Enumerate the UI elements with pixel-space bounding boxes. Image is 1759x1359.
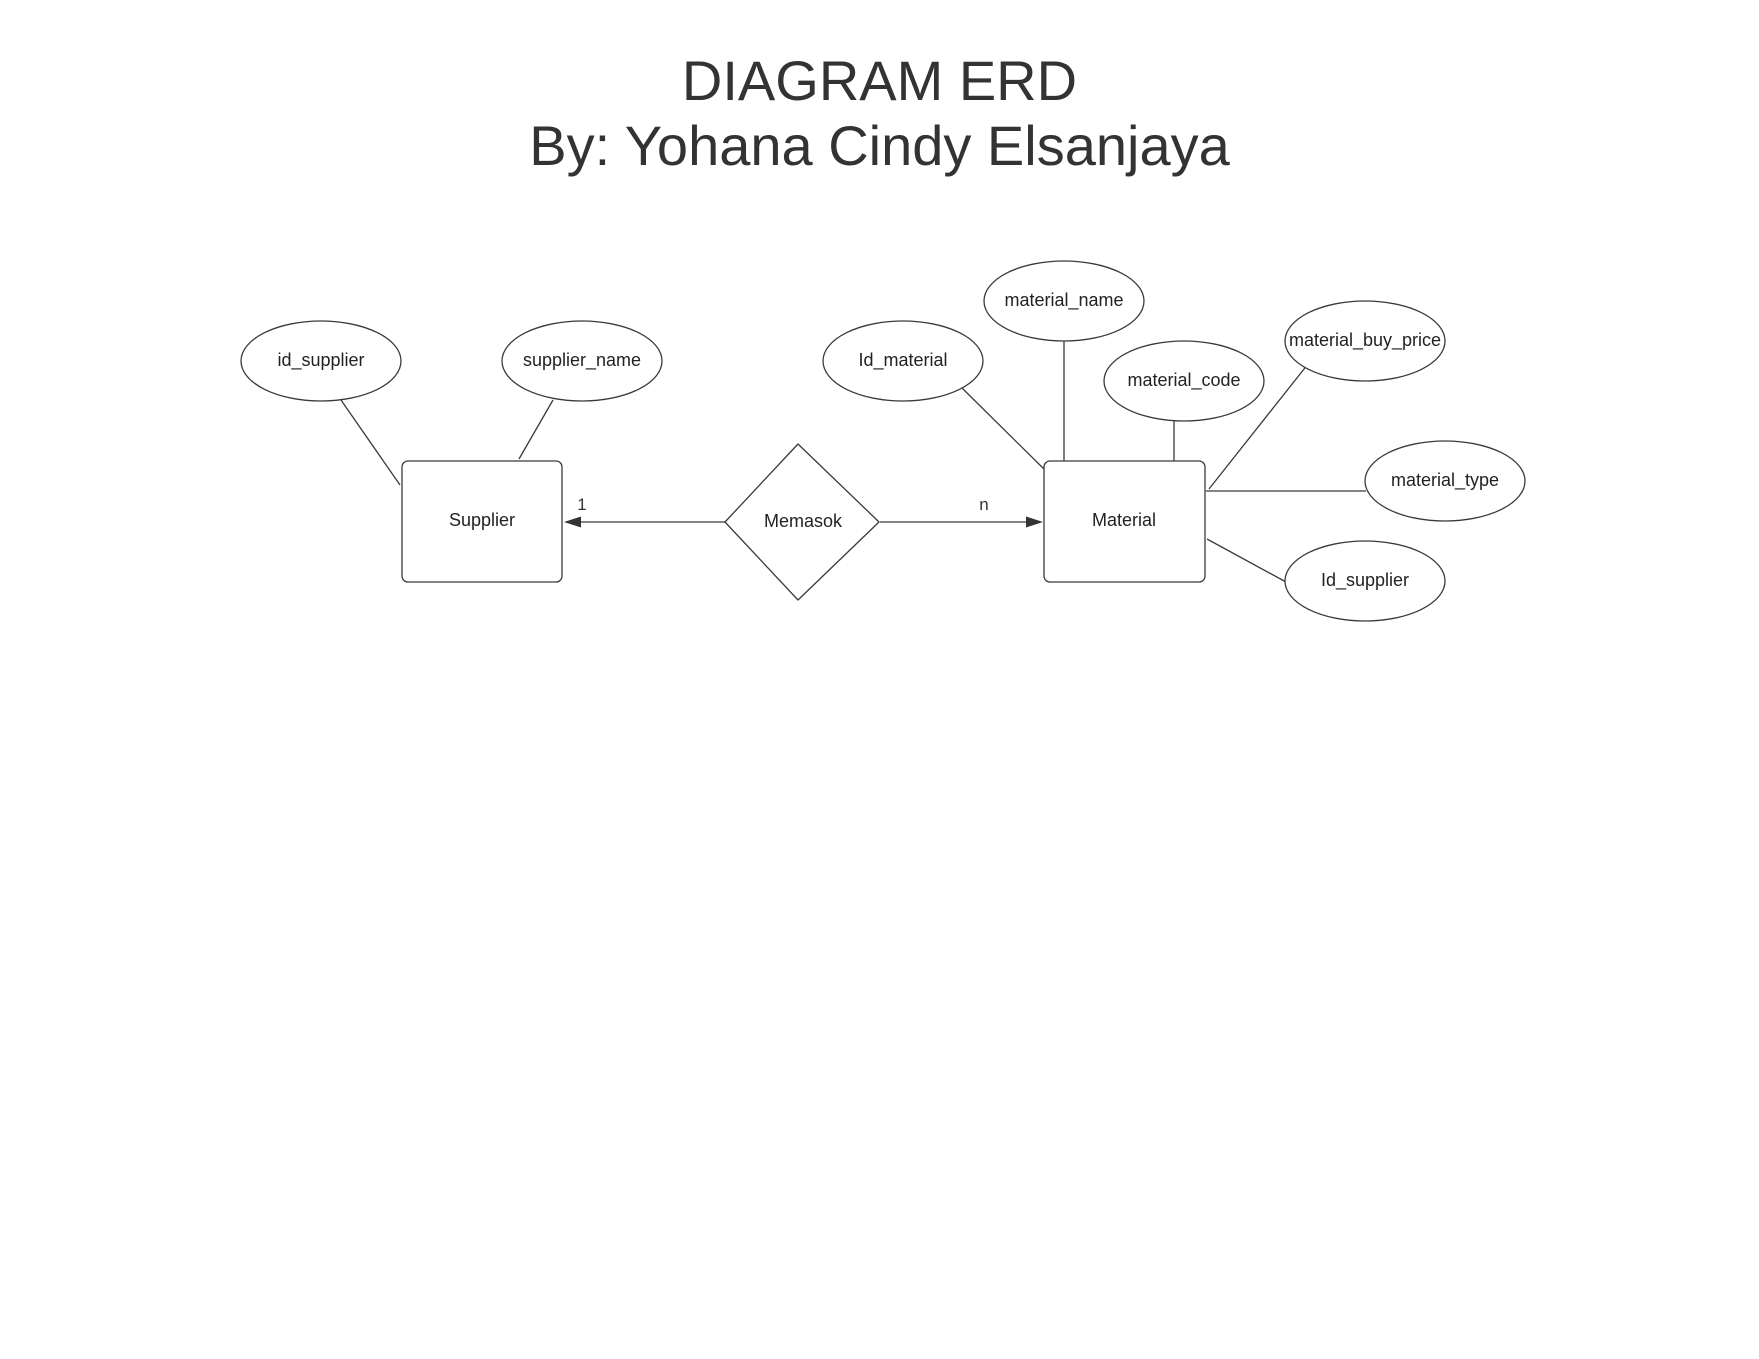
attribute-material-buy-price[interactable]: material_buy_price	[1284, 300, 1446, 382]
connector-material-buy-price	[1208, 363, 1309, 490]
attribute-material-code[interactable]: material_code	[1103, 340, 1265, 422]
attribute-material-buy-price-label: material_buy_price	[1289, 330, 1441, 351]
attribute-id-supplier-label: id_supplier	[277, 350, 364, 371]
cardinality-supplier: 1	[577, 495, 586, 514]
entity-material-label: Material	[1092, 510, 1156, 530]
entity-supplier[interactable]: Supplier	[401, 460, 563, 583]
attribute-material-type[interactable]: material_type	[1364, 440, 1526, 522]
entity-material[interactable]: Material	[1043, 460, 1206, 583]
attribute-material-code-label: material_code	[1127, 370, 1240, 391]
attribute-supplier-name[interactable]: supplier_name	[501, 320, 663, 402]
relationship-memasok[interactable]: Memasok	[724, 443, 880, 601]
attribute-id-supplier[interactable]: id_supplier	[240, 320, 402, 402]
cardinality-material: n	[979, 495, 988, 514]
relationship-memasok-label: Memasok	[764, 511, 843, 531]
attribute-material-type-label: material_type	[1391, 470, 1499, 491]
diagram-title: DIAGRAM ERD	[681, 49, 1078, 112]
arrowhead-supplier	[564, 516, 581, 528]
diagram-subtitle: By: Yohana Cindy Elsanjaya	[529, 114, 1230, 177]
attribute-id-material-label: Id_material	[858, 350, 947, 371]
attribute-id-material[interactable]: Id_material	[822, 320, 984, 402]
connector-id-supplier-fk	[1206, 538, 1287, 583]
diagram-title-block: DIAGRAM ERD By: Yohana Cindy Elsanjaya	[0, 48, 1759, 178]
attribute-material-name-label: material_name	[1004, 290, 1123, 311]
connector-id-material	[961, 387, 1049, 474]
entity-supplier-label: Supplier	[449, 510, 515, 530]
attribute-id-supplier-fk[interactable]: Id_supplier	[1284, 540, 1446, 622]
connector-id-supplier	[340, 399, 401, 486]
attribute-supplier-name-label: supplier_name	[523, 350, 641, 371]
attribute-material-name[interactable]: material_name	[983, 260, 1145, 342]
arrowhead-material	[1026, 516, 1043, 528]
attribute-id-supplier-fk-label: Id_supplier	[1321, 570, 1409, 591]
connector-supplier-name	[518, 399, 554, 460]
